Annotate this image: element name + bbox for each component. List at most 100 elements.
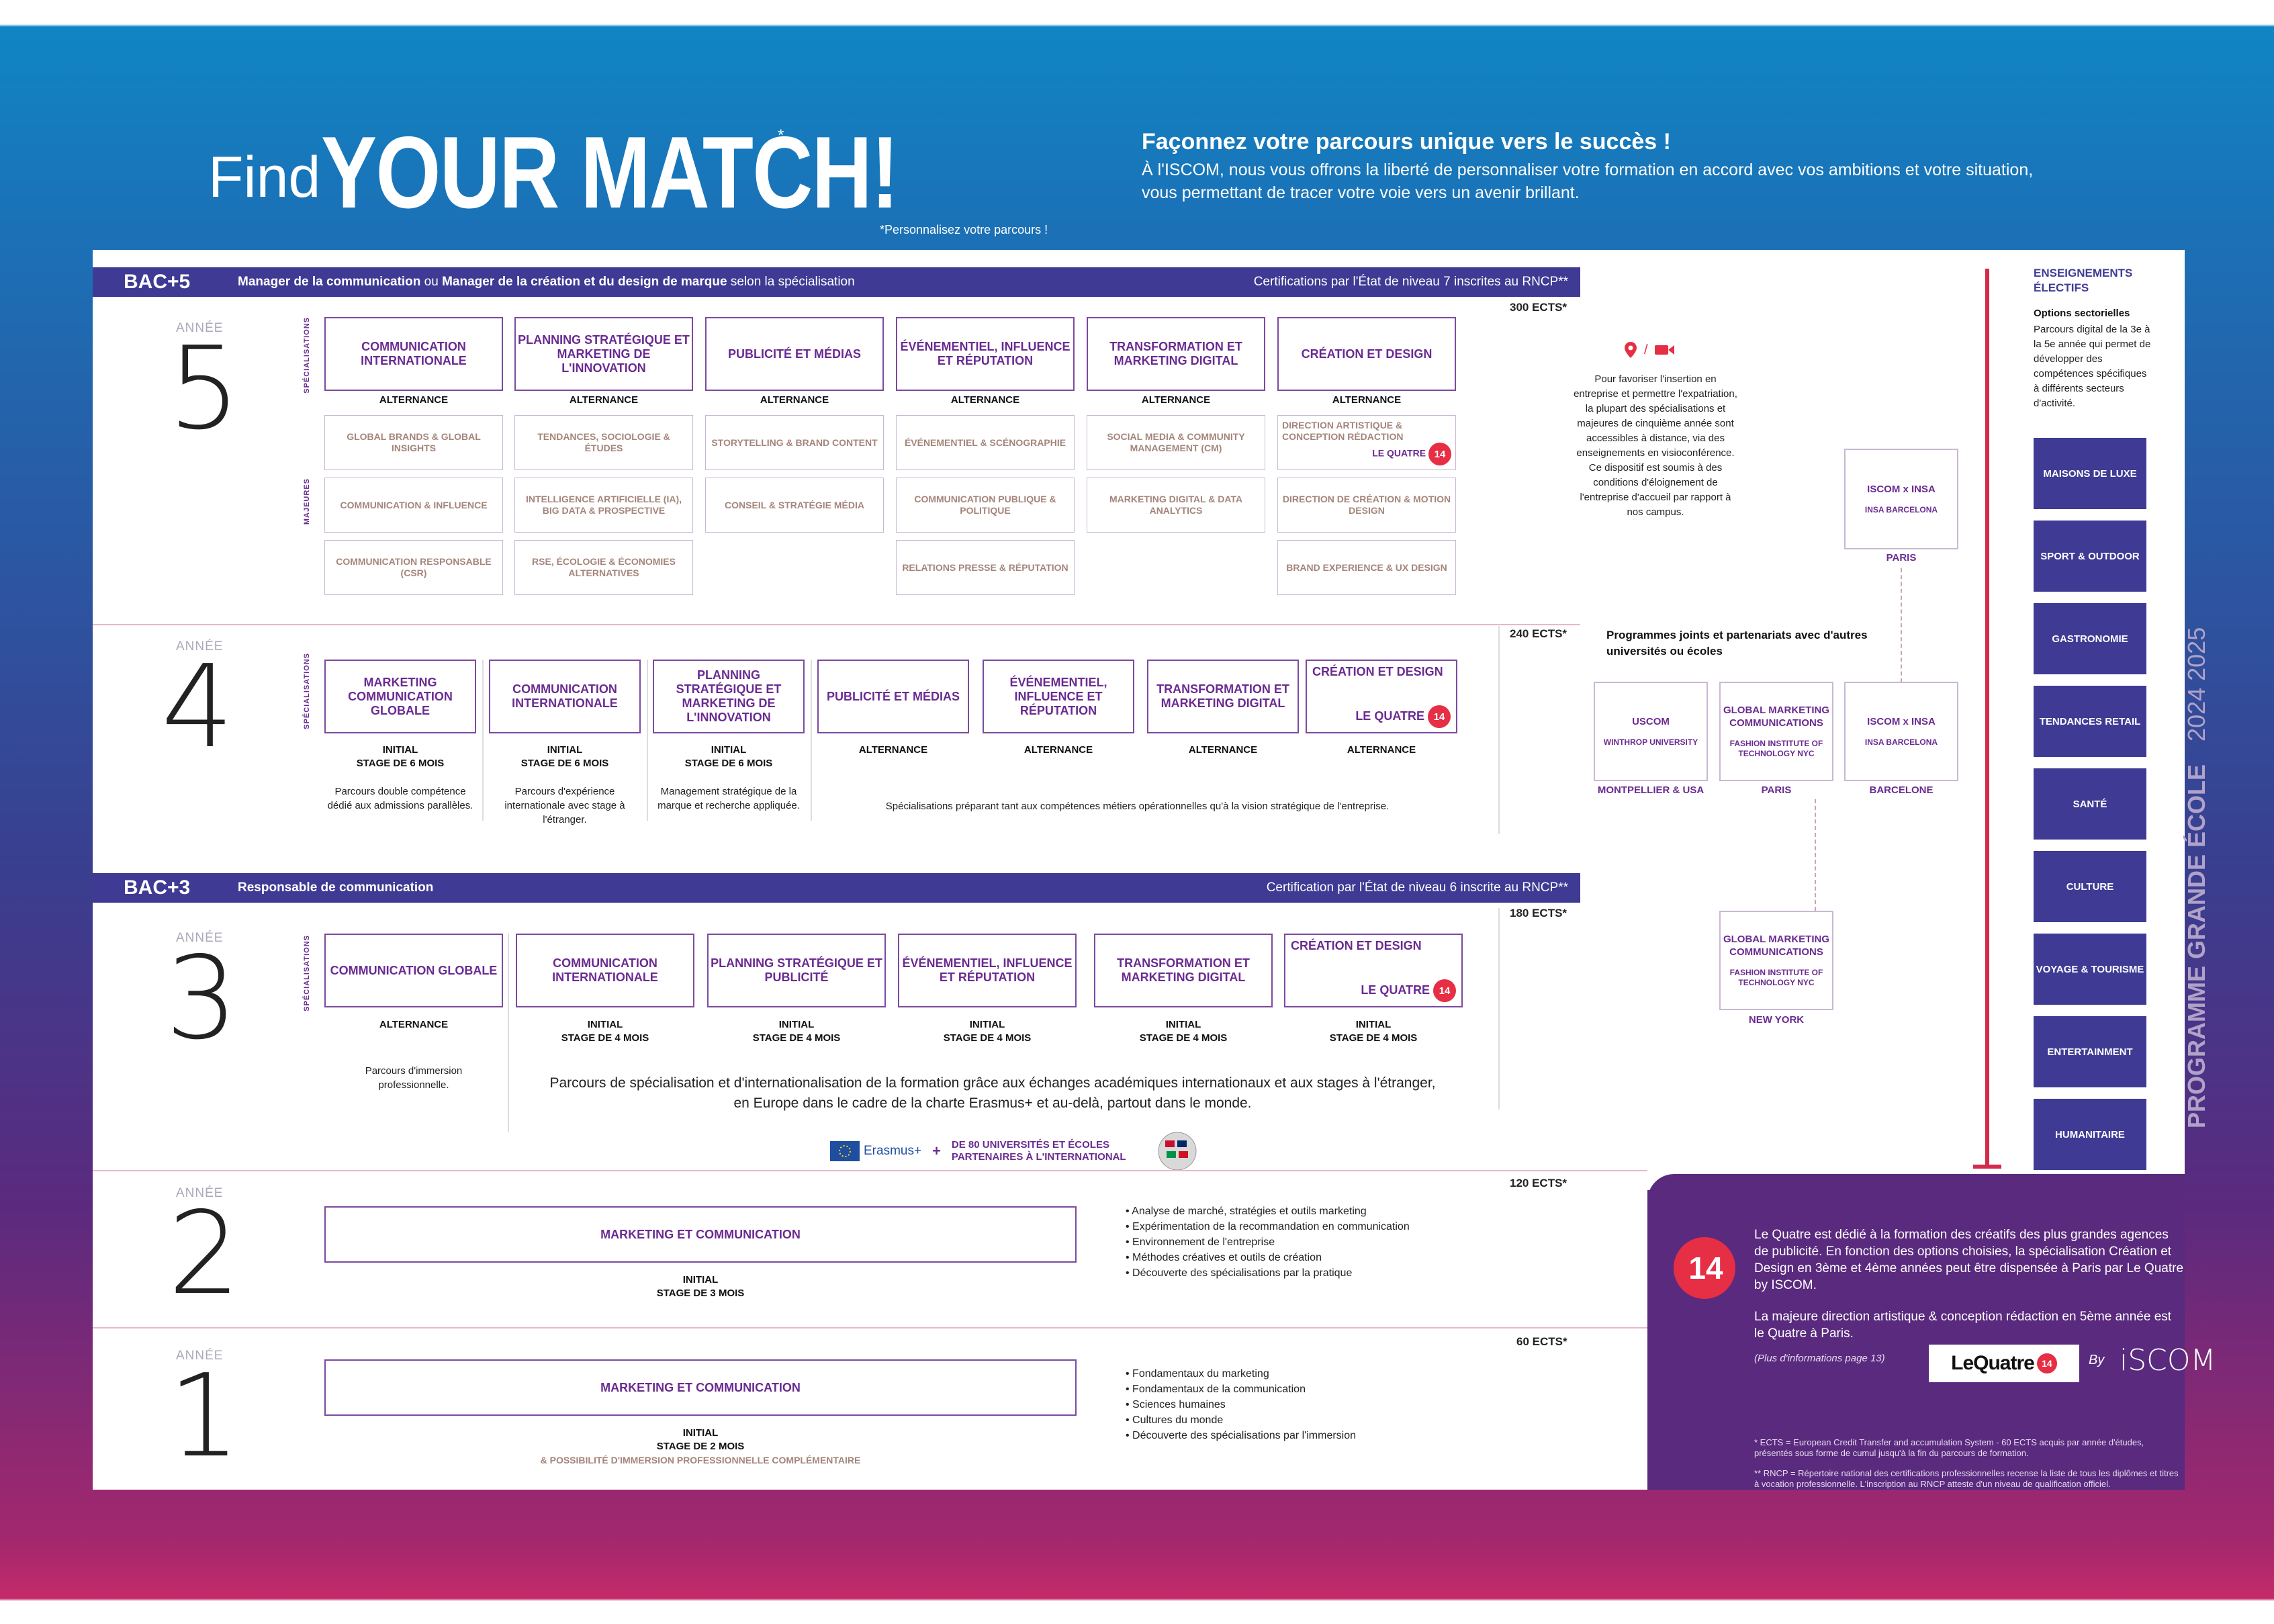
distance-icons: / — [1624, 341, 1675, 359]
bac5-desc: Manager de la communication ou Manager d… — [238, 275, 855, 289]
y5-alt-1: ALTERNANCE — [379, 394, 449, 406]
plus-icon: + — [932, 1142, 941, 1159]
partner-title: GLOBAL MARKETING COMMUNICATIONS — [1723, 934, 1830, 958]
y5-major[interactable]: SOCIAL MEDIA & COMMUNITY MANAGEMENT (CM) — [1087, 415, 1265, 470]
y4-spec-1[interactable]: MARKETING COMMUNICATION GLOBALE — [324, 660, 476, 733]
y4-spec-6[interactable]: TRANSFORMATION ET MARKETING DIGITAL — [1147, 660, 1299, 733]
y5-major[interactable]: DIRECTION DE CRÉATION & MOTION DESIGN — [1277, 478, 1456, 533]
y2-box[interactable]: MARKETING ET COMMUNICATION — [324, 1206, 1077, 1263]
quatre-14-icon: 14 — [1428, 443, 1451, 465]
y5-spec-2[interactable]: PLANNING STRATÉGIQUE ET MARKETING DE L'I… — [514, 317, 693, 391]
y4-spec-3[interactable]: PLANNING STRATÉGIQUE ET MARKETING DE L'I… — [653, 660, 805, 733]
y5-major[interactable]: RSE, ÉCOLOGIE & ÉCONOMIES ALTERNATIVES — [514, 540, 693, 595]
partner-sub: INSA BARCELONA — [1864, 737, 1938, 747]
electives-timeline — [1985, 269, 1989, 1166]
elective-culture[interactable]: CULTURE — [2034, 851, 2146, 922]
y4-spec-5[interactable]: ÉVÉNEMENTIEL, INFLUENCE ET RÉPUTATION — [983, 660, 1134, 733]
y3-spec-2[interactable]: COMMUNICATION INTERNATIONALE — [516, 934, 694, 1007]
y3-spec-4[interactable]: ÉVÉNEMENTIEL, INFLUENCE ET RÉPUTATION — [898, 934, 1077, 1007]
divider — [482, 660, 484, 821]
connector — [1815, 799, 1816, 911]
partner-sub: INSA BARCELONA — [1864, 505, 1938, 514]
program-year: 2024 2025 — [2183, 627, 2210, 741]
y5-major[interactable]: CONSEIL & STRATÉGIE MÉDIA — [705, 478, 884, 533]
elective-gastronomie[interactable]: GASTRONOMIE — [2034, 603, 2146, 674]
y1-bullet: Découverte des spécialisations par l'imm… — [1126, 1428, 1435, 1443]
y3-spec-3[interactable]: PLANNING STRATÉGIQUE ET PUBLICITÉ — [707, 934, 886, 1007]
y5-major[interactable]: BRAND EXPERIENCE & UX DESIGN — [1277, 540, 1456, 595]
electives-text: Parcours digital de la 3e à la 5e année … — [2034, 324, 2151, 409]
y4-spec-note: Spécialisations préparant tant aux compé… — [885, 801, 1390, 812]
spec-label-4: SPÉCIALISATIONS — [303, 653, 311, 729]
video-camera-icon — [1654, 345, 1674, 355]
y4-spec-7[interactable]: CRÉATION ET DESIGN LE QUATRE 14 — [1306, 660, 1457, 733]
y5-major[interactable]: MARKETING DIGITAL & DATA ANALYTICS — [1087, 478, 1265, 533]
partner-gmc-ny[interactable]: GLOBAL MARKETING COMMUNICATIONS FASHION … — [1719, 911, 1833, 1010]
y5-spec-3[interactable]: PUBLICITÉ ET MÉDIAS — [705, 317, 884, 391]
elective-humanitaire[interactable]: HUMANITAIRE — [2034, 1099, 2146, 1170]
y3-spec-1[interactable]: COMMUNICATION GLOBALE — [324, 934, 503, 1007]
annee-label-3: ANNÉE — [176, 931, 224, 945]
y2-bullet: Découverte des spécialisations par la pr… — [1126, 1265, 1435, 1281]
eu-flag-icon — [830, 1141, 860, 1161]
elective-entertainment[interactable]: ENTERTAINMENT — [2034, 1016, 2146, 1087]
le-quatre-panel — [1647, 1174, 2185, 1490]
y5-major[interactable]: TENDANCES, SOCIOLOGIE & ÉTUDES — [514, 415, 693, 470]
partner-insa-barcelone[interactable]: ISCOM x INSA INSA BARCELONA — [1844, 682, 1958, 781]
y4-spec-2[interactable]: COMMUNICATION INTERNATIONALE — [489, 660, 641, 733]
bac3-bar: BAC+3 Responsable de communication Certi… — [93, 873, 1580, 903]
y5-major[interactable]: COMMUNICATION PUBLIQUE & POLITIQUE — [896, 478, 1075, 533]
y1-bullet: Sciences humaines — [1126, 1397, 1435, 1412]
le-quatre-badge: LE QUATRE 14 — [1372, 443, 1451, 465]
y5-major[interactable]: COMMUNICATION RESPONSABLE (CSR) — [324, 540, 503, 595]
bac3-desc: Responsable de communication — [238, 881, 434, 895]
y5-major[interactable]: RELATIONS PRESSE & RÉPUTATION — [896, 540, 1075, 595]
partner-gmc-paris[interactable]: GLOBAL MARKETING COMMUNICATIONS FASHION … — [1719, 682, 1833, 781]
y4-alt-7: ALTERNANCE — [1347, 744, 1416, 756]
electives-title: ENSEIGNEMENTS ÉLECTIFS — [2034, 267, 2133, 294]
ects-5: 300 ECTS* — [1510, 301, 1567, 314]
y5-spec-4[interactable]: ÉVÉNEMENTIEL, INFLUENCE ET RÉPUTATION — [896, 317, 1075, 391]
partner-uscom[interactable]: USCOM WINTHROP UNIVERSITY — [1594, 682, 1708, 781]
y5-major[interactable]: ÉVÉNEMENTIEL & SCÉNOGRAPHIE — [896, 415, 1075, 470]
y4-alt-4: ALTERNANCE — [858, 744, 928, 756]
majeures-label-5: MAJEURES — [303, 478, 311, 525]
bac5-bar: BAC+5 Manager de la communication ou Man… — [93, 267, 1580, 297]
y5-major[interactable]: INTELLIGENCE ARTIFICIELLE (IA), BIG DATA… — [514, 478, 693, 533]
y5-spec-6[interactable]: CRÉATION ET DESIGN — [1277, 317, 1456, 391]
y5-major[interactable]: COMMUNICATION & INFLUENCE — [324, 478, 503, 533]
partner-city: PARIS — [1886, 552, 1917, 563]
location-pin-icon — [1625, 342, 1637, 358]
annee-label-1: ANNÉE — [176, 1349, 224, 1363]
annee-label-2: ANNÉE — [176, 1186, 224, 1200]
year-number-5: 5 — [168, 322, 241, 455]
y5-major[interactable]: STORYTELLING & BRAND CONTENT — [705, 415, 884, 470]
spec-label-3: SPÉCIALISATIONS — [303, 935, 311, 1011]
y3-spec-5[interactable]: TRANSFORMATION ET MARKETING DIGITAL — [1094, 934, 1273, 1007]
elective-tendances-retail[interactable]: TENDANCES RETAIL — [2034, 686, 2146, 757]
y5-major-le-quatre[interactable]: DIRECTION ARTISTIQUE & CONCEPTION RÉDACT… — [1277, 415, 1456, 470]
year-number-1: 1 — [168, 1350, 241, 1483]
elective-maisons-de-luxe[interactable]: MAISONS DE LUXE — [2034, 438, 2146, 509]
elective-voyage-tourisme[interactable]: VOYAGE & TOURISME — [2034, 934, 2146, 1005]
ects-4: 240 ECTS* — [1510, 627, 1567, 640]
partner-insa-paris[interactable]: ISCOM x INSA INSA BARCELONA — [1844, 449, 1958, 549]
y5-major[interactable]: GLOBAL BRANDS & GLOBAL INSIGHTS — [324, 415, 503, 470]
annee-label-5: ANNÉE — [176, 321, 224, 335]
elective-sport-outdoor[interactable]: SPORT & OUTDOOR — [2034, 521, 2146, 592]
icon-separator: / — [1644, 342, 1648, 357]
quatre-paragraph-1: Le Quatre est dédié à la formation des c… — [1754, 1228, 2184, 1292]
y4-spec-4[interactable]: PUBLICITÉ ET MÉDIAS — [817, 660, 969, 733]
y5-spec-5[interactable]: TRANSFORMATION ET MARKETING DIGITAL — [1087, 317, 1265, 391]
y3-spec-6[interactable]: CRÉATION ET DESIGN LE QUATRE 14 — [1284, 934, 1463, 1007]
elective-sante[interactable]: SANTÉ — [2034, 768, 2146, 840]
y5-spec-1[interactable]: COMMUNICATION INTERNATIONALE — [324, 317, 503, 391]
y1-box[interactable]: MARKETING ET COMMUNICATION — [324, 1359, 1077, 1416]
quatre-14-icon: 14 — [1433, 979, 1456, 1002]
y1-bullets: Fondamentaux du marketing Fondamentaux d… — [1126, 1366, 1435, 1443]
partner-title: USCOM — [1632, 716, 1670, 727]
